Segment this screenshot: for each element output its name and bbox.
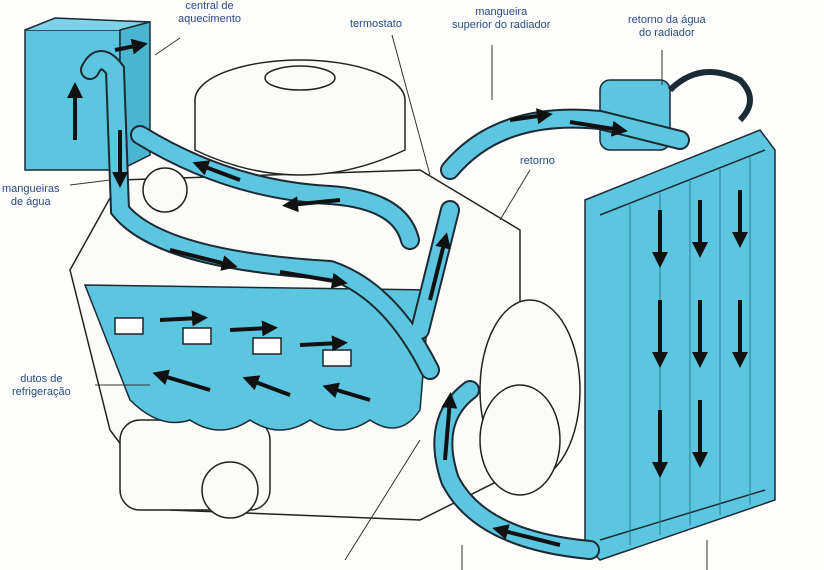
label-line: mangueiras xyxy=(2,183,60,195)
label-return: retorno xyxy=(520,155,555,167)
radiator xyxy=(584,69,776,561)
label-line: central de xyxy=(185,0,234,12)
label-line: superior do radiador xyxy=(452,19,551,31)
label-line: refrigeração xyxy=(12,386,71,398)
cooling-ports xyxy=(114,317,352,367)
heater-core xyxy=(24,17,151,172)
label-line: dutos de xyxy=(20,373,63,385)
flow-arrows xyxy=(67,38,748,547)
label-line: mangueira xyxy=(475,6,528,18)
label-thermostat: termostato xyxy=(350,18,402,30)
label-line: aquecimento xyxy=(178,13,241,25)
label-line: de água xyxy=(10,196,51,208)
label-line: retorno da água xyxy=(628,14,706,26)
leader-lines xyxy=(69,34,708,570)
label-line: do radiador xyxy=(639,27,695,39)
